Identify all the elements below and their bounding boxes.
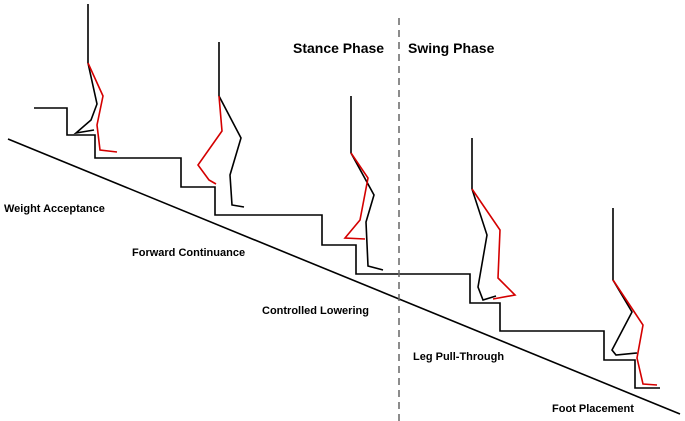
figure-3-near-leg [343,152,369,240]
figure-1-near-leg [87,62,118,153]
stick-figure-1 [73,4,118,153]
stance-phase-label: Stance Phase [293,40,385,56]
stick-figure-5 [611,208,658,386]
figure-2-far-leg [218,42,245,208]
controlled-lowering-label: Controlled Lowering [262,305,369,317]
figure-5-near-leg [612,279,658,386]
forward-continuance-label: Forward Continuance [132,247,246,259]
stick-figure-3 [343,96,384,271]
swing-phase-label: Swing Phase [408,40,495,56]
figure-4-near-leg [471,188,517,300]
figure-5-far-leg [611,208,638,356]
foot-placement-label: Foot Placement [552,403,634,415]
figure-4-far-leg [471,138,497,301]
leg-pull-through-label: Leg Pull-Through [413,351,505,363]
figure-2-near-leg [197,95,223,185]
stick-figure-4 [471,138,517,301]
slope-line [7,138,681,415]
staircase [34,107,660,389]
weight-acceptance-label: Weight Acceptance [4,203,105,215]
figure-3-far-leg [350,96,384,271]
stick-figure-2 [197,42,245,208]
figure-1-far-leg [73,4,98,135]
